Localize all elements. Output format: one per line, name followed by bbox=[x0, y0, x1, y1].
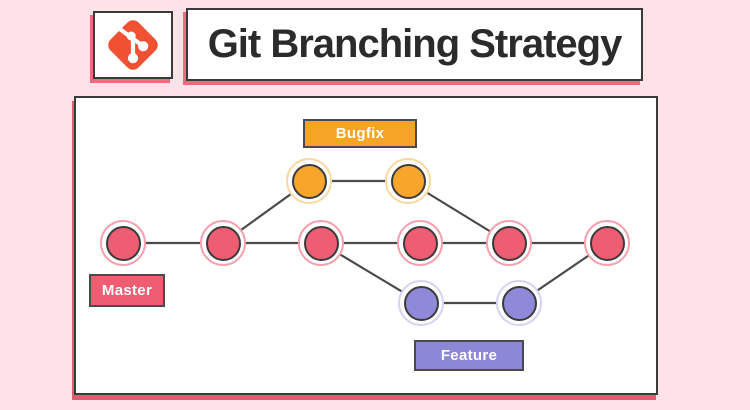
git-logo-box bbox=[93, 11, 173, 79]
commit-node-master bbox=[100, 220, 146, 266]
page-title: Git Branching Strategy bbox=[207, 22, 623, 66]
commit-node-master bbox=[584, 220, 630, 266]
branch-label-master: Master bbox=[89, 274, 165, 307]
commit-node-master bbox=[397, 220, 443, 266]
branch-label-bugfix: Bugfix bbox=[303, 119, 417, 148]
commit-node-feature bbox=[496, 280, 542, 326]
commit-node-master bbox=[298, 220, 344, 266]
commit-node-feature bbox=[398, 280, 444, 326]
commit-node-bugfix bbox=[286, 158, 332, 204]
commit-node-bugfix bbox=[385, 158, 431, 204]
title-box: Git Branching Strategy bbox=[186, 8, 643, 81]
commit-node-master bbox=[486, 220, 532, 266]
branch-label-feature: Feature bbox=[414, 340, 524, 371]
git-icon bbox=[108, 20, 158, 70]
commit-node-master bbox=[200, 220, 246, 266]
